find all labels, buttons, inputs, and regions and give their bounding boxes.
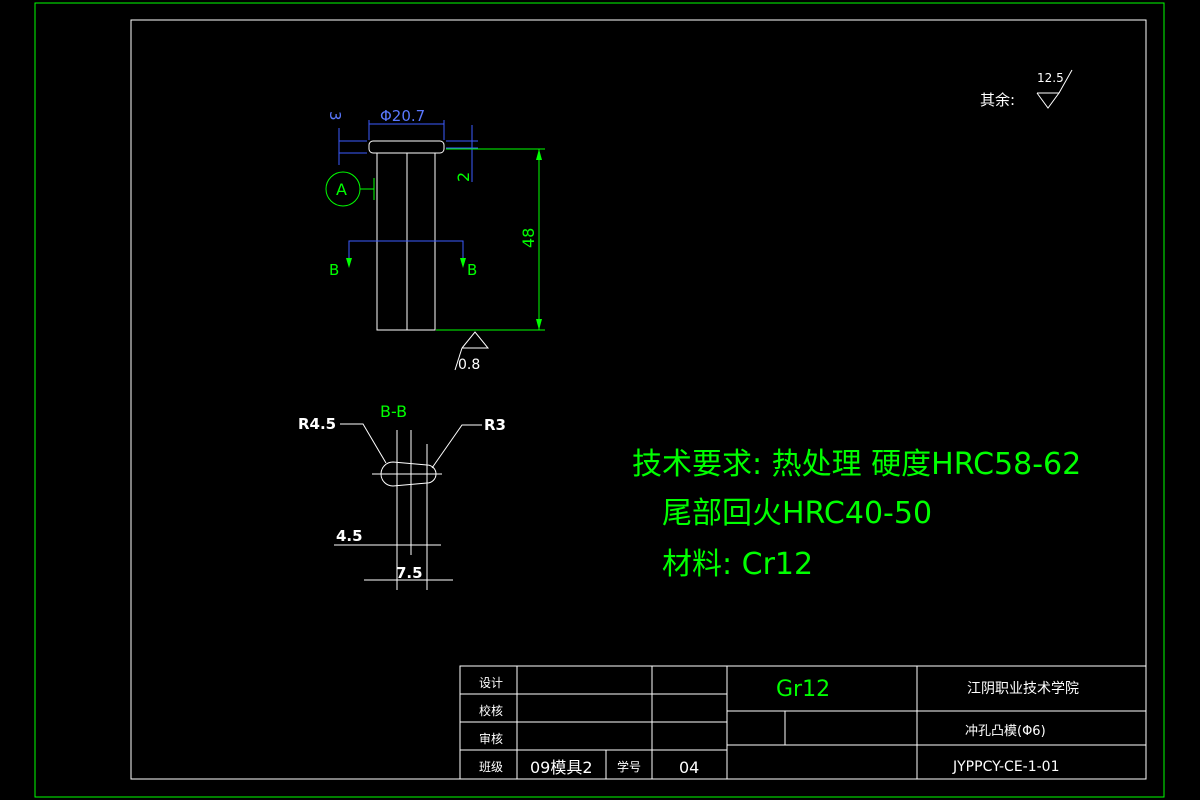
surface-note-label: 其余:	[980, 91, 1015, 109]
dim-diameter-text: Φ20.7	[380, 107, 425, 125]
requirements-line-1: 技术要求: 热处理 硬度HRC58-62	[632, 447, 1081, 482]
dim-large-text: 7.5	[396, 564, 423, 582]
tb-id-value: 04	[679, 758, 699, 777]
section-letter-left: B	[329, 261, 339, 279]
radius-left-label: R4.5	[298, 415, 336, 433]
tb-material: Gr12	[776, 677, 830, 702]
dim-small-text: 4.5	[336, 527, 363, 545]
tb-check-label: 校核	[479, 703, 503, 718]
requirements-line-2: 尾部回火HRC40-50	[662, 496, 932, 531]
roughness-bottom-icon	[461, 331, 490, 349]
roughness-symbol-tail	[1058, 69, 1073, 94]
roughness-bottom-text: 0.8	[458, 357, 480, 373]
section-cut-line	[348, 240, 464, 262]
section-letter-right: B	[467, 261, 477, 279]
dim-length-text: 48	[519, 228, 538, 248]
section-profile	[372, 430, 442, 590]
dim-step-text: 2	[454, 172, 473, 182]
inner-border	[130, 19, 1147, 780]
tb-class-value: 09模具2	[530, 758, 593, 777]
title-block	[459, 665, 1147, 780]
tb-school: 江阴职业技术学院	[967, 681, 1079, 697]
tb-review-label: 审核	[479, 731, 503, 746]
radius-right-leader	[431, 424, 482, 469]
tb-id-label: 学号	[617, 759, 641, 774]
tb-class-label: 班级	[479, 760, 503, 774]
roughness-symbol-icon	[1036, 92, 1060, 109]
radius-left-leader	[340, 423, 387, 464]
tb-part-name: 冲孔凸模(Φ6)	[965, 724, 1046, 739]
dim-head-text: 3	[326, 111, 344, 121]
outer-border	[34, 2, 1165, 798]
section-title: B-B	[380, 402, 407, 421]
requirements-line-3: 材料: Cr12	[662, 547, 813, 582]
punch-front-view	[368, 140, 445, 331]
tb-drawing-no: JYPPCY-CE-1-01	[952, 759, 1059, 775]
radius-right-label: R3	[484, 416, 506, 434]
punch-head	[368, 140, 445, 154]
surface-roughness-value: 12.5	[1037, 71, 1064, 85]
tb-design-label: 设计	[479, 676, 503, 690]
datum-label: A	[336, 180, 347, 199]
